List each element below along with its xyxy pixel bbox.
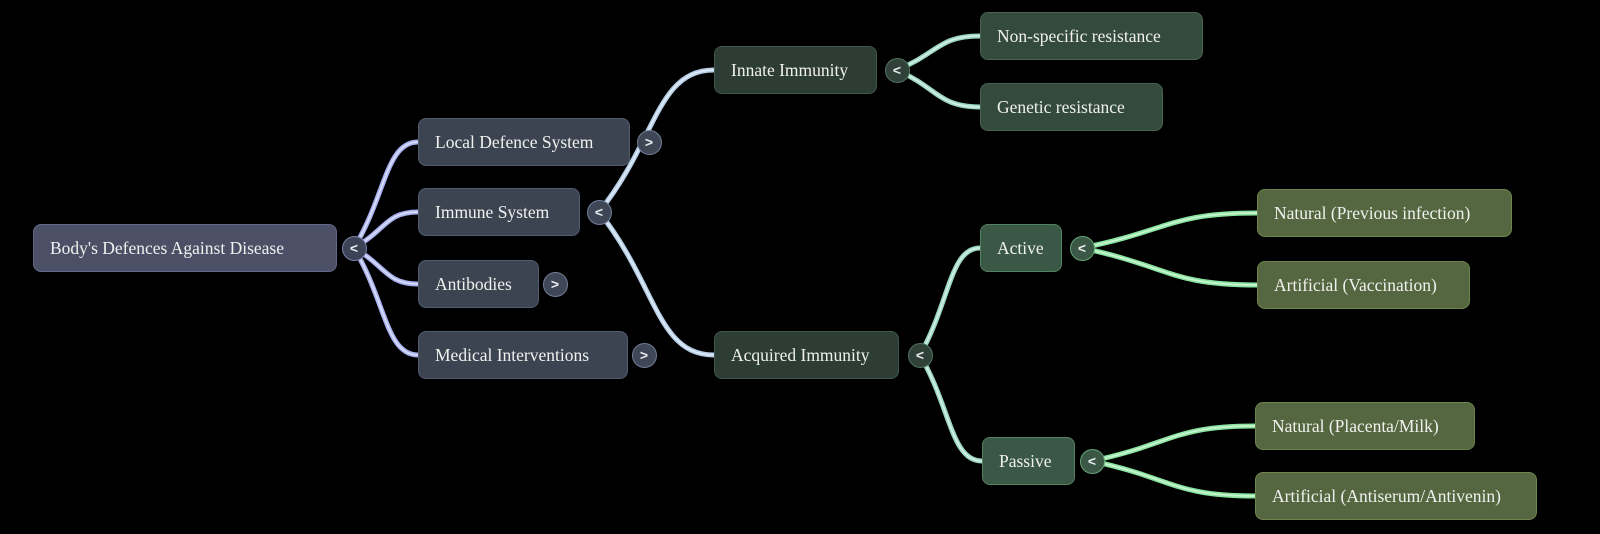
node-label: Antibodies (435, 273, 512, 294)
node-natural-placenta-milk: Natural (Placenta/Milk) (1255, 402, 1475, 450)
chevron-left-icon: < (349, 239, 359, 256)
chevron-left-icon: < (1087, 452, 1097, 469)
link-curve-core (1091, 425, 1256, 462)
node-non-specific-resistance: Non-specific resistance (980, 12, 1203, 60)
node-label: Genetic resistance (997, 96, 1125, 117)
link-curve-core (896, 35, 981, 71)
node-immune-system: Immune System (418, 188, 580, 236)
node-label: Artificial (Antiserum/Antivenin) (1272, 485, 1501, 506)
node-passive: Passive (982, 437, 1075, 485)
chevron-left-icon: < (892, 61, 902, 78)
node-label: Non-specific resistance (997, 25, 1161, 46)
collapse-toggle-root[interactable]: < (341, 235, 367, 261)
link-curve-core (1091, 460, 1256, 497)
node-label: Artificial (Vaccination) (1274, 274, 1437, 295)
node-antibodies: Antibodies (418, 260, 539, 308)
link-curve-core (1081, 247, 1258, 286)
link-curve-core (896, 69, 981, 108)
node-natural-previous-infection: Natural (Previous infection) (1257, 189, 1512, 237)
collapse-toggle-innate-immunity[interactable]: < (884, 57, 910, 83)
collapse-toggle-acquired-immunity[interactable]: < (907, 342, 933, 368)
node-label: Immune System (435, 201, 550, 222)
chevron-left-icon: < (915, 346, 925, 363)
node-local-defence-system: Local Defence System (418, 118, 630, 166)
node-label: Local Defence System (435, 131, 594, 152)
node-artificial-antiserum-antivenin: Artificial (Antiserum/Antivenin) (1255, 472, 1537, 520)
node-acquired-immunity: Acquired Immunity (714, 331, 899, 379)
chevron-left-icon: < (594, 203, 604, 220)
collapse-toggle-passive[interactable]: < (1079, 448, 1105, 474)
chevron-right-icon: > (644, 133, 654, 150)
collapse-toggle-immune-system[interactable]: < (586, 199, 612, 225)
link-curve-core (598, 211, 715, 356)
chevron-left-icon: < (1077, 239, 1087, 256)
collapse-toggle-active[interactable]: < (1069, 235, 1095, 261)
node-label: Passive (999, 450, 1052, 471)
expand-toggle-medical-interventions[interactable]: > (631, 342, 657, 368)
node-artificial-vaccination: Artificial (Vaccination) (1257, 261, 1470, 309)
expand-toggle-local-defence-system[interactable]: > (636, 129, 662, 155)
link-curve-core (1081, 212, 1258, 249)
link-curve-core (353, 247, 419, 356)
chevron-right-icon: > (550, 275, 560, 292)
link-curve (351, 245, 421, 358)
node-label: Active (997, 237, 1044, 258)
expand-toggle-antibodies[interactable]: > (542, 271, 568, 297)
node-label: Acquired Immunity (731, 344, 870, 365)
link-curve-core (353, 141, 419, 249)
node-root: Body's Defences Against Disease (33, 224, 337, 272)
node-label: Natural (Previous infection) (1274, 202, 1471, 223)
node-label: Body's Defences Against Disease (50, 237, 285, 258)
link-curve-core (598, 69, 715, 213)
node-medical-interventions: Medical Interventions (418, 331, 628, 379)
link-curve-core (919, 247, 981, 356)
node-innate-immunity: Innate Immunity (714, 46, 877, 94)
node-label: Innate Immunity (731, 59, 849, 80)
link-curve-core (919, 354, 983, 462)
link-curve (351, 139, 421, 251)
node-genetic-resistance: Genetic resistance (980, 83, 1163, 131)
chevron-right-icon: > (639, 346, 649, 363)
node-label: Natural (Placenta/Milk) (1272, 415, 1439, 436)
node-active: Active (980, 224, 1062, 272)
node-label: Medical Interventions (435, 344, 590, 365)
